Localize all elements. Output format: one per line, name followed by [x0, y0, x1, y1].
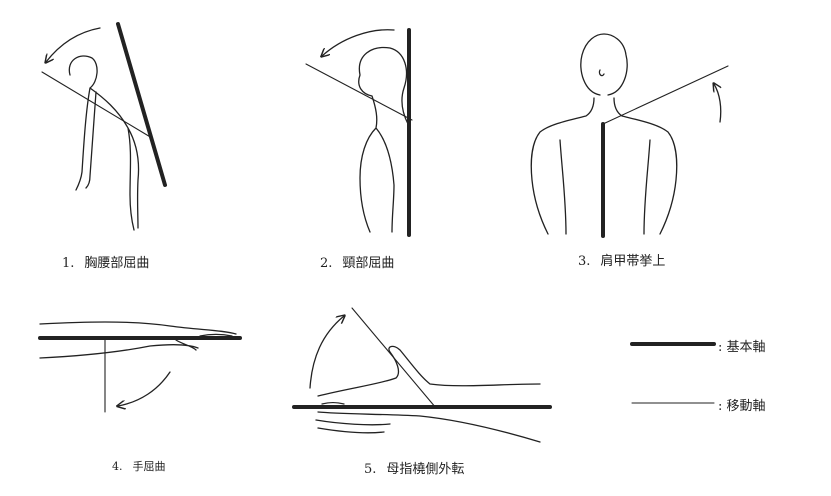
- caption-label: 母指橈側外転: [386, 462, 465, 477]
- figure-3-shoulder-elevation: [530, 33, 729, 238]
- figure-1-base-axis: [116, 22, 167, 187]
- caption-figure-2: 2. 頸部屈曲: [320, 252, 394, 271]
- figure-5-motion-arrow: [309, 316, 344, 389]
- figure-1-moving-axis: [41, 71, 153, 139]
- caption-number: 5.: [364, 462, 377, 477]
- caption-number: 4.: [112, 460, 123, 473]
- figure-2-moving-axis: [305, 63, 413, 121]
- caption-figure-3: 3. 肩甲帯挙上: [578, 250, 665, 269]
- figure-2-motion-arrow: [322, 29, 395, 56]
- figure-1-motion-arrow: [46, 27, 101, 62]
- figure-2-body-outline: [358, 46, 411, 233]
- figure-5-moving-axis: [351, 307, 437, 409]
- legend: [630, 342, 716, 404]
- figure-1-body-outline: [68, 55, 140, 231]
- figure-5-thumb-abduction: [292, 307, 552, 443]
- figure-3-body-outline: [530, 33, 678, 235]
- caption-figure-4: 4. 手屈曲: [112, 458, 166, 474]
- caption-figure-1: 1. 胸腰部屈曲: [62, 252, 149, 271]
- caption-label: 手屈曲: [132, 460, 166, 473]
- figure-4-wrist-flexion: [38, 321, 242, 413]
- caption-number: 3.: [578, 254, 591, 269]
- caption-label: 頸部屈曲: [342, 256, 395, 271]
- figure-4-arm-outline: [39, 321, 237, 359]
- legend-moving-axis-label: : 移動軸: [718, 399, 766, 414]
- caption-number: 2.: [320, 256, 333, 271]
- figure-3-nose: [598, 69, 605, 77]
- caption-figure-5: 5. 母指橈側外転: [364, 458, 464, 477]
- figure-4-motion-arrow: [118, 371, 171, 406]
- caption-label: 肩甲帯挙上: [600, 254, 666, 269]
- figure-3-motion-arrow: [714, 84, 721, 123]
- figure-2-neck-flexion: [305, 28, 413, 237]
- figure-5-hand-outline: [315, 345, 541, 443]
- figure-3-moving-axis: [602, 65, 729, 125]
- figure-1-trunk-flexion: [41, 22, 167, 231]
- legend-base-axis-label: : 基本軸: [718, 340, 766, 355]
- caption-label: 胸腰部屈曲: [84, 256, 150, 271]
- caption-number: 1.: [62, 256, 75, 271]
